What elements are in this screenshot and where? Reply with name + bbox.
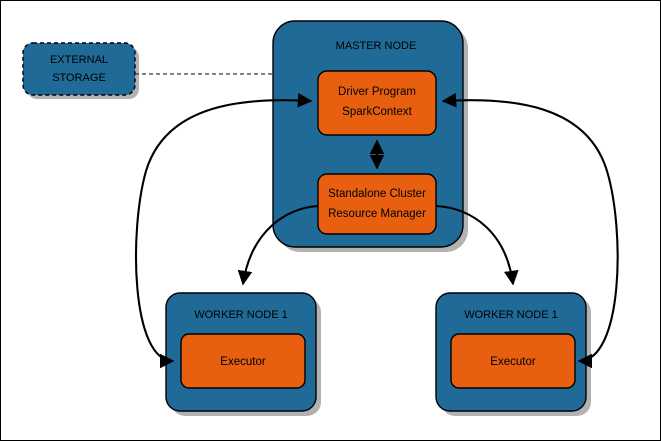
executor-right-label: Executor [490,356,536,368]
connector-executor-right-to-driver [441,92,619,369]
cluster-manager-component[interactable]: Standalone Cluster Resource Manager [317,173,437,235]
cluster-manager-box[interactable] [317,173,437,235]
worker-node-right[interactable]: WORKER NODE 1 Executor [435,292,587,412]
driver-program-label-line2: SparkContext [342,106,412,118]
external-storage-label-line2: STORAGE [52,72,106,84]
connector-executor-left-to-driver [134,92,313,369]
master-node[interactable]: MASTER NODE Driver Program SparkContext … [272,20,464,248]
external-storage-label-line1: EXTERNAL [50,54,108,66]
driver-program-box[interactable] [317,70,437,136]
cluster-manager-label-line2: Resource Manager [328,208,426,220]
executor-left-label: Executor [220,356,266,368]
master-node-label: MASTER NODE [336,40,417,52]
driver-program-component[interactable]: Driver Program SparkContext [317,70,437,136]
driver-program-label-line1: Driver Program [338,86,416,98]
cluster-manager-label-line1: Standalone Cluster [328,188,426,200]
executor-left-component[interactable]: Executor [180,333,306,389]
worker-node-left-label: WORKER NODE 1 [194,309,288,321]
executor-right-component[interactable]: Executor [450,333,576,389]
worker-node-left[interactable]: WORKER NODE 1 Executor [165,292,317,412]
external-storage-box[interactable] [22,42,136,96]
worker-node-right-label: WORKER NODE 1 [464,309,558,321]
external-storage-node[interactable]: EXTERNAL STORAGE [22,42,136,96]
